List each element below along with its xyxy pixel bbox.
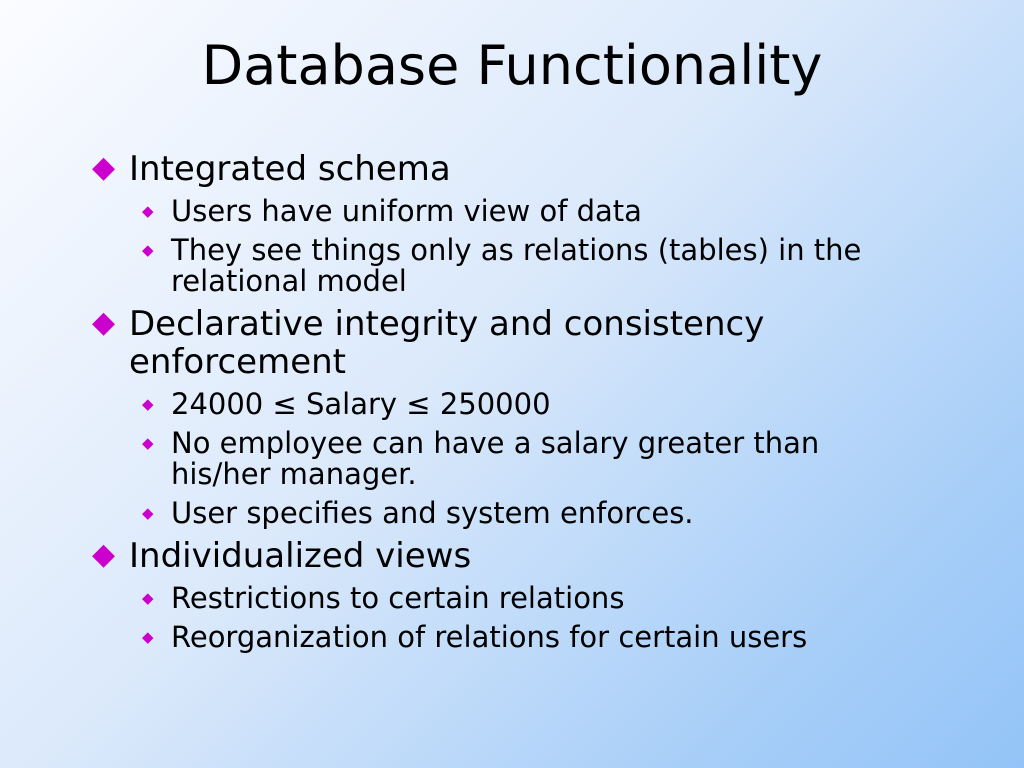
bullet-item-declarative-integrity: ◆ Declarative integrity and consistency … xyxy=(92,305,922,381)
sub-bullet-item: ◆ Users have uniform view of data xyxy=(92,196,922,227)
sub-bullet-item: ◆ Reorganization of relations for certai… xyxy=(92,622,922,653)
bullet-list: ◆ Integrated schema ◆ Users have uniform… xyxy=(92,150,922,653)
diamond-bullet-icon: ◆ xyxy=(142,434,154,452)
sub-bullet-text: They see things only as relations (table… xyxy=(171,233,862,298)
diamond-bullet-icon: ◆ xyxy=(142,241,154,259)
bullet-item-individualized-views: ◆ Individualized views xyxy=(92,537,922,575)
sub-bullet-item: ◆ They see things only as relations (tab… xyxy=(92,235,922,297)
bullet-text: Declarative integrity and consistency en… xyxy=(129,304,765,382)
diamond-bullet-icon: ◆ xyxy=(142,395,154,413)
diamond-bullet-icon: ◆ xyxy=(142,504,154,522)
sub-bullet-item: ◆ Restrictions to certain relations xyxy=(92,583,922,614)
sub-bullet-item: ◆ User specifies and system enforces. xyxy=(92,498,922,529)
sub-bullet-text: Users have uniform view of data xyxy=(171,194,642,228)
bullet-text: Integrated schema xyxy=(129,149,451,189)
sub-bullet-list: ◆ 24000 ≤ Salary ≤ 250000 ◆ No employee … xyxy=(92,389,922,529)
sub-bullet-list: ◆ Users have uniform view of data ◆ They… xyxy=(92,196,922,297)
sub-bullet-text: User specifies and system enforces. xyxy=(171,496,694,530)
bullet-text: Individualized views xyxy=(129,536,472,576)
bullet-item-integrated-schema: ◆ Integrated schema xyxy=(92,150,922,188)
diamond-bullet-icon: ◆ xyxy=(142,628,154,646)
sub-bullet-text: Restrictions to certain relations xyxy=(171,581,625,615)
diamond-bullet-icon: ◆ xyxy=(92,305,116,340)
slide-title: Database Functionality xyxy=(201,34,823,97)
sub-bullet-text: 24000 ≤ Salary ≤ 250000 xyxy=(171,387,551,421)
diamond-bullet-icon: ◆ xyxy=(142,202,154,220)
sub-bullet-text: Reorganization of relations for certain … xyxy=(171,620,808,654)
diamond-bullet-icon: ◆ xyxy=(92,150,116,185)
diamond-bullet-icon: ◆ xyxy=(92,537,116,572)
diamond-bullet-icon: ◆ xyxy=(142,589,154,607)
sub-bullet-text: No employee can have a salary greater th… xyxy=(171,426,820,491)
sub-bullet-list: ◆ Restrictions to certain relations ◆ Re… xyxy=(92,583,922,653)
sub-bullet-item: ◆ 24000 ≤ Salary ≤ 250000 xyxy=(92,389,922,420)
sub-bullet-item: ◆ No employee can have a salary greater … xyxy=(92,428,922,490)
